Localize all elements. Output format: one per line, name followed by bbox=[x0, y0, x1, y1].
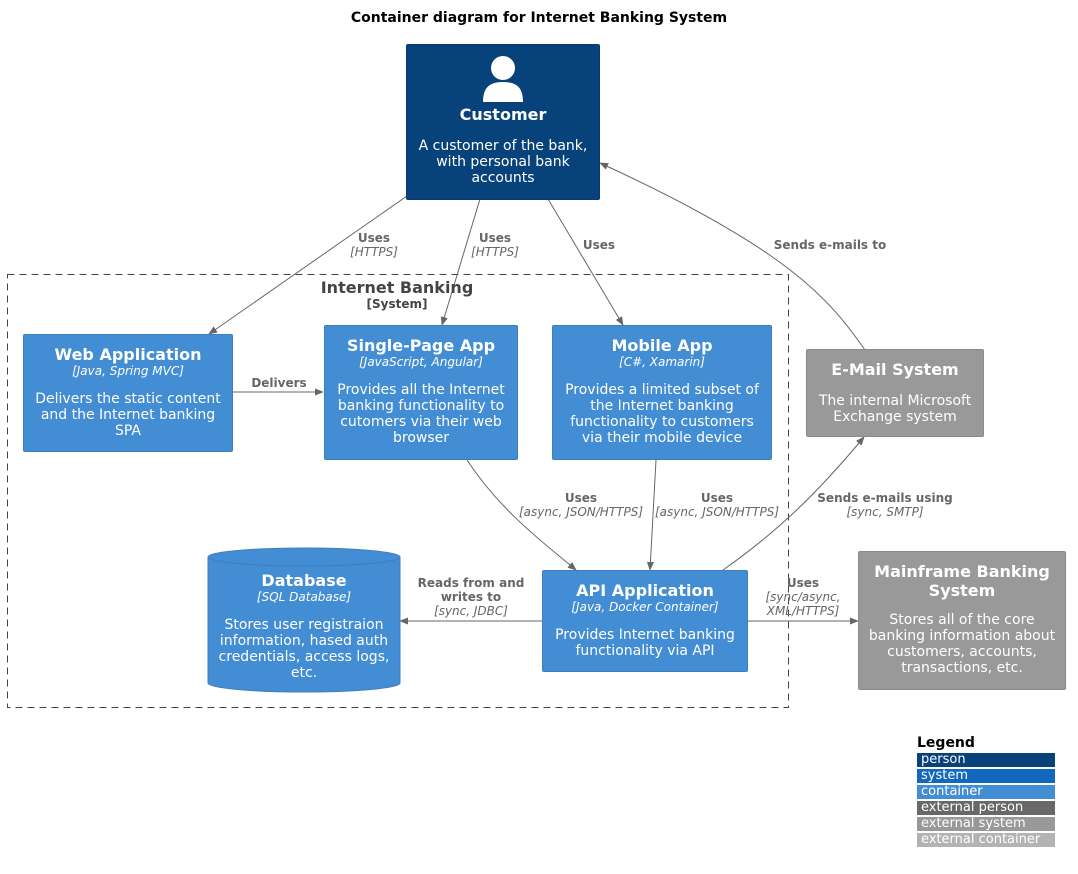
web-application-desc: Delivers the static content and the Inte… bbox=[35, 391, 221, 439]
legend-item-external-container: external container bbox=[917, 833, 1055, 847]
api-application-tech: [Java, Docker Container] bbox=[571, 600, 719, 614]
rel-label-email-customer: Sends e-mails to bbox=[760, 238, 900, 252]
single-page-app-node[interactable]: Single-Page App [JavaScript, Angular] Pr… bbox=[324, 325, 518, 460]
api-application-name: API Application bbox=[576, 581, 714, 600]
edge-customer-spa bbox=[440, 198, 481, 326]
diagram-title: Container diagram for Internet Banking S… bbox=[350, 10, 728, 26]
customer-name: Customer bbox=[459, 105, 547, 124]
rel-customer-webapp-tech: [HTTPS] bbox=[350, 245, 398, 259]
rel-api-database-label: Reads from and writes to bbox=[417, 576, 525, 604]
boundary-label: Internet Banking [System] bbox=[297, 278, 497, 312]
database-name: Database bbox=[261, 571, 347, 590]
edge-mobile-api bbox=[646, 459, 657, 571]
email-system-name: E-Mail System bbox=[831, 360, 959, 379]
legend-item-person: person bbox=[917, 753, 1055, 767]
rel-label-customer-mobile: Uses bbox=[559, 238, 639, 252]
email-system-desc: The internal Microsoft Exchange system bbox=[818, 393, 972, 425]
mainframe-desc: Stores all of the core banking informati… bbox=[868, 612, 1056, 676]
customer-desc: A customer of the bank, with personal ba… bbox=[418, 138, 588, 186]
edge-customer-mobile bbox=[547, 198, 624, 326]
spa-desc: Provides all the Internet banking functi… bbox=[337, 382, 505, 446]
rel-customer-spa-label: Uses bbox=[478, 231, 512, 245]
rel-api-database-tech: [sync, JDBC] bbox=[434, 604, 508, 618]
rel-label-api-database: Reads from and writes to [sync, JDBC] bbox=[412, 576, 530, 618]
rel-customer-spa-tech: [HTTPS] bbox=[471, 245, 519, 259]
edge-api-email bbox=[722, 436, 865, 571]
api-application-desc: Provides Internet banking functionality … bbox=[555, 627, 735, 659]
legend-item-container: container bbox=[917, 785, 1055, 799]
boundary-box bbox=[7, 274, 789, 708]
mobile-app-name: Mobile App bbox=[611, 336, 713, 355]
rel-label-webapp-spa: Delivers bbox=[244, 376, 314, 390]
web-application-tech: [Java, Spring MVC] bbox=[72, 364, 184, 378]
legend-item-external-person: external person bbox=[917, 801, 1055, 815]
rel-label-api-mainframe: Uses [sync/async, XML/HTTPS] bbox=[763, 576, 843, 618]
rel-label-customer-webapp: Uses [HTTPS] bbox=[334, 231, 414, 259]
mainframe-name: Mainframe Banking System bbox=[874, 562, 1050, 600]
rel-mobile-api-label: Uses bbox=[700, 491, 734, 505]
edge-email-customer bbox=[599, 162, 866, 351]
spa-name: Single-Page App bbox=[346, 336, 496, 355]
database-shape[interactable] bbox=[207, 547, 401, 693]
boundary-type: [System] bbox=[366, 297, 428, 311]
legend-item-system: system bbox=[917, 769, 1055, 783]
rel-mobile-api-tech: [async, JSON/HTTPS] bbox=[654, 505, 780, 519]
legend-item-external-system: external system bbox=[917, 817, 1055, 831]
rel-api-mainframe-label: Uses bbox=[786, 576, 820, 590]
email-system-node[interactable]: E-Mail System The internal Microsoft Exc… bbox=[806, 349, 984, 437]
customer-node[interactable]: Customer A customer of the bank, with pe… bbox=[406, 44, 600, 200]
rel-spa-api-tech: [async, JSON/HTTPS] bbox=[518, 505, 644, 519]
legend: Legend person system container external … bbox=[917, 735, 1055, 847]
database-desc: Stores user registraion information, has… bbox=[218, 617, 390, 681]
mainframe-banking-system-node[interactable]: Mainframe Banking System Stores all of t… bbox=[858, 551, 1066, 690]
mobile-app-node[interactable]: Mobile App [C#, Xamarin] Provides a limi… bbox=[552, 325, 772, 460]
rel-email-customer-label: Sends e-mails to bbox=[773, 238, 887, 252]
mobile-app-desc: Provides a limited subset of the Interne… bbox=[565, 382, 759, 446]
rel-label-customer-spa: Uses [HTTPS] bbox=[455, 231, 535, 259]
rel-label-spa-api: Uses [async, JSON/HTTPS] bbox=[514, 491, 648, 519]
rel-customer-webapp-label: Uses bbox=[357, 231, 391, 245]
web-application-name: Web Application bbox=[54, 345, 202, 364]
spa-tech: [JavaScript, Angular] bbox=[359, 355, 483, 369]
rel-api-email-label: Sends e-mails using bbox=[817, 491, 953, 505]
edge-spa-api bbox=[466, 459, 577, 571]
rel-spa-api-label: Uses bbox=[564, 491, 598, 505]
rel-customer-mobile-label: Uses bbox=[582, 238, 616, 252]
person-icon bbox=[483, 56, 523, 102]
database-node[interactable]: Database [SQL Database] Stores user regi… bbox=[208, 565, 400, 685]
rel-label-mobile-api: Uses [async, JSON/HTTPS] bbox=[650, 491, 784, 519]
rel-label-api-email: Sends e-mails using [sync, SMTP] bbox=[812, 491, 958, 519]
rel-api-mainframe-tech: [sync/async, XML/HTTPS] bbox=[765, 590, 841, 618]
rel-api-email-tech: [sync, SMTP] bbox=[846, 505, 924, 519]
boundary-name: Internet Banking bbox=[320, 278, 474, 297]
legend-title: Legend bbox=[917, 735, 975, 751]
api-application-node[interactable]: API Application [Java, Docker Container]… bbox=[542, 570, 748, 672]
rel-webapp-spa-label: Delivers bbox=[251, 376, 307, 390]
edge-customer-webapp bbox=[208, 195, 408, 335]
mobile-app-tech: [C#, Xamarin] bbox=[619, 355, 705, 369]
database-tech: [SQL Database] bbox=[256, 590, 352, 604]
web-application-node[interactable]: Web Application [Java, Spring MVC] Deliv… bbox=[23, 334, 233, 452]
